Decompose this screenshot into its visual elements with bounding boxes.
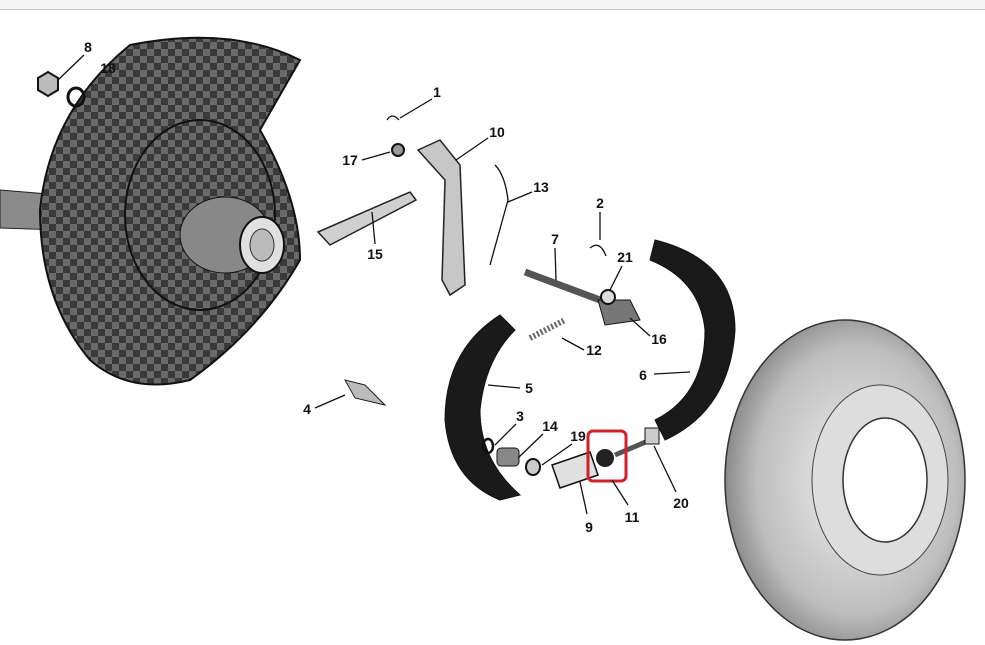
callout-9: 9: [585, 519, 593, 535]
washer-part-18: [66, 86, 86, 108]
callout-6: 6: [639, 367, 647, 383]
callout-labels: 8 18 1 10 17 13 15 2 7 21 16 12 5 6 4 3 …: [84, 39, 689, 535]
strut-part-15: [316, 191, 418, 246]
leader-lines: [57, 54, 691, 515]
callout-14: 14: [542, 418, 558, 434]
adjuster-wheel-part-11: [596, 449, 614, 467]
clip-part-2: [589, 244, 607, 257]
callout-10: 10: [489, 124, 505, 140]
washer-part-21: [600, 289, 616, 305]
callout-2: 2: [596, 195, 604, 211]
lever-part-10: [416, 139, 466, 297]
callout-19: 19: [570, 428, 586, 444]
callout-16: 16: [651, 331, 667, 347]
backing-plate: [0, 36, 302, 386]
part-3: [481, 437, 495, 455]
brake-shoe-part-6: [649, 239, 736, 441]
pin-part-7: [523, 268, 602, 304]
washer-part-17: [391, 143, 405, 157]
callout-21: 21: [617, 249, 633, 265]
highlight-box-part-11: [586, 429, 628, 483]
sleeve-part-9: [551, 451, 599, 489]
callout-11: 11: [625, 509, 640, 525]
callout-8: 8: [84, 39, 92, 55]
callout-5: 5: [525, 380, 533, 396]
callout-18: 18: [100, 60, 116, 76]
spring-part-13: [489, 164, 509, 266]
clip-part-4: [344, 379, 387, 406]
plate-part-16: [597, 299, 641, 326]
brake-disc: [724, 319, 966, 641]
callout-13: 13: [533, 179, 549, 195]
spring-part-12: [528, 317, 567, 341]
washer-part-19: [525, 458, 541, 476]
callout-17: 17: [342, 152, 358, 168]
callout-20: 20: [673, 495, 689, 511]
clip-part-1: [386, 115, 400, 121]
nut-part-8: [37, 70, 59, 98]
callout-4: 4: [303, 401, 311, 417]
callout-7: 7: [551, 231, 559, 247]
callout-1: 1: [433, 84, 441, 100]
spring-part-14: [496, 447, 520, 467]
callout-3: 3: [516, 408, 524, 424]
window-top-bar: [0, 0, 985, 10]
brake-shoe-part-5: [444, 314, 522, 501]
callout-15: 15: [367, 246, 383, 262]
callout-12: 12: [586, 342, 602, 358]
